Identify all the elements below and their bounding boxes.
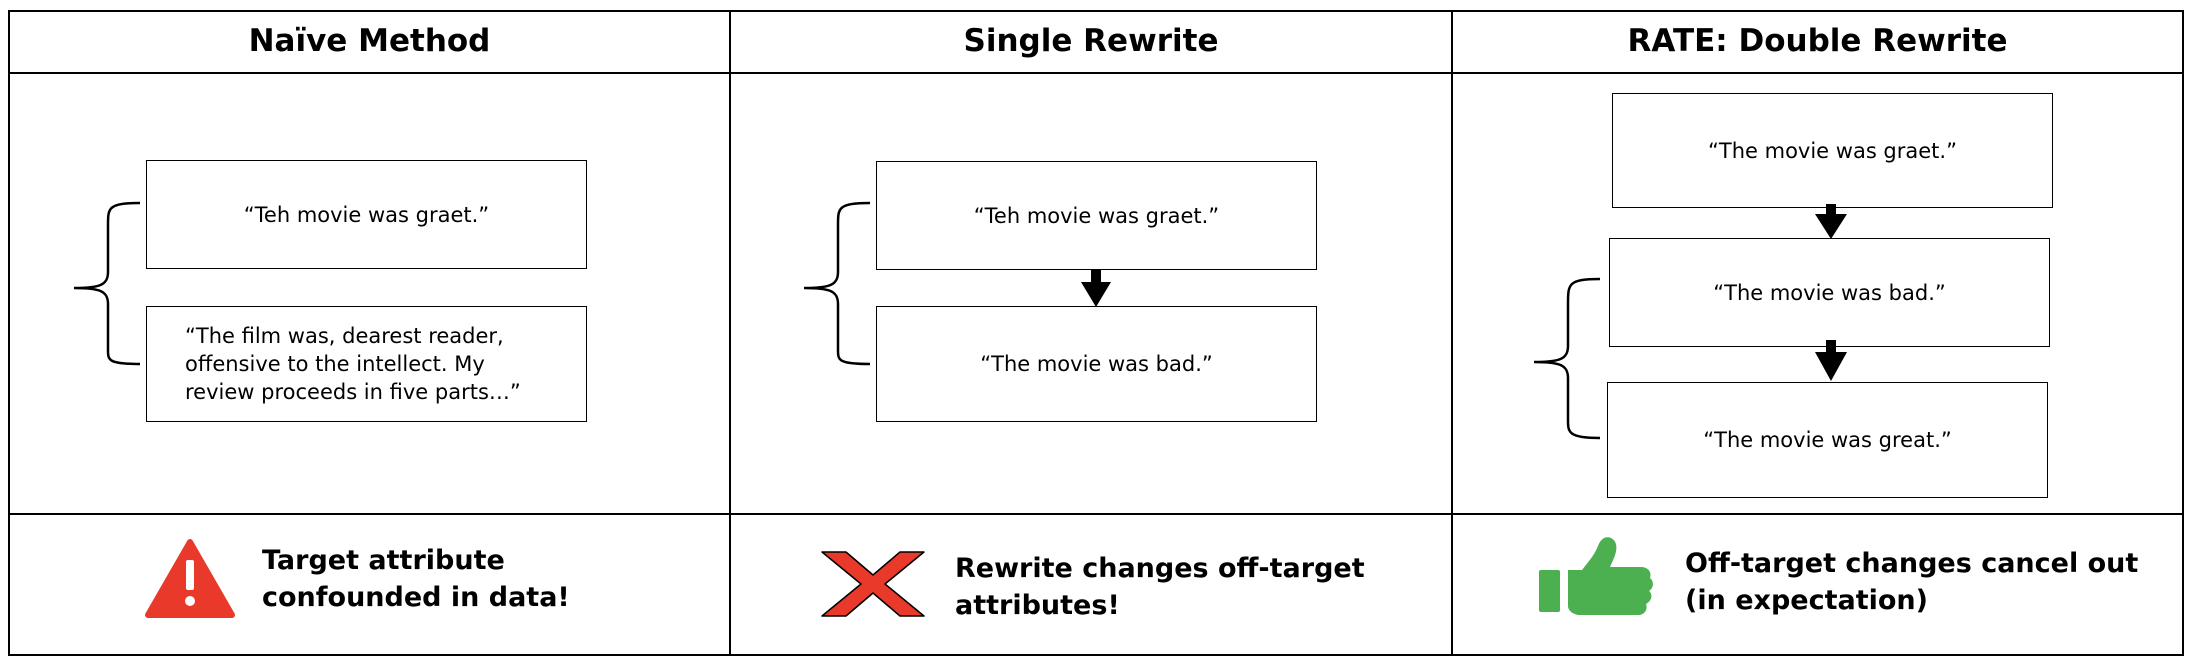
footer-single-line-2: attributes!	[955, 590, 1120, 621]
border-header	[8, 72, 2184, 74]
footer-naive-line-1: Target attribute	[262, 545, 505, 576]
border-bottom	[8, 654, 2184, 656]
arrow-down-icon	[1815, 204, 1847, 239]
header-naive-method: Naïve Method	[248, 23, 491, 59]
footer-double-line-2: (in expectation)	[1685, 585, 1928, 616]
divider-2	[1451, 10, 1453, 656]
thumbs-up-icon	[1539, 537, 1653, 615]
arrow-down-icon	[1081, 270, 1111, 307]
border-footer	[8, 513, 2184, 515]
divider-1	[729, 10, 731, 656]
footer-naive-line-2: confounded in data!	[262, 582, 570, 613]
header-single-rewrite: Single Rewrite	[963, 23, 1219, 59]
double-box-3: “The movie was great.”	[1607, 382, 2048, 498]
brace-double	[1533, 277, 1601, 440]
single-box-2: “The movie was bad.”	[876, 306, 1317, 422]
footer-double-line-1: Off-target changes cancel out	[1685, 548, 2139, 579]
x-mark-icon	[821, 551, 925, 617]
naive-box-2: “The film was, dearest reader, offensive…	[146, 306, 587, 422]
double-box-2: “The movie was bad.”	[1609, 238, 2050, 347]
naive-box-1: “Teh movie was graet.”	[146, 160, 587, 269]
double-box-1: “The movie was graet.”	[1612, 93, 2053, 208]
arrow-down-icon	[1815, 340, 1847, 381]
border-right	[2182, 10, 2184, 656]
header-double-rewrite: RATE: Double Rewrite	[1627, 23, 2008, 59]
warning-icon	[145, 539, 235, 618]
brace-naive	[73, 201, 141, 366]
border-top	[8, 10, 2184, 12]
footer-double-text: Off-target changes cancel out (in expect…	[1685, 545, 2175, 619]
border-left	[8, 10, 10, 656]
footer-naive-text: Target attribute confounded in data!	[262, 542, 702, 616]
single-box-1: “Teh movie was graet.”	[876, 161, 1317, 270]
brace-single	[803, 201, 871, 366]
footer-single-line-1: Rewrite changes off-target	[955, 553, 1365, 584]
footer-single-text: Rewrite changes off-target attributes!	[955, 550, 1435, 624]
